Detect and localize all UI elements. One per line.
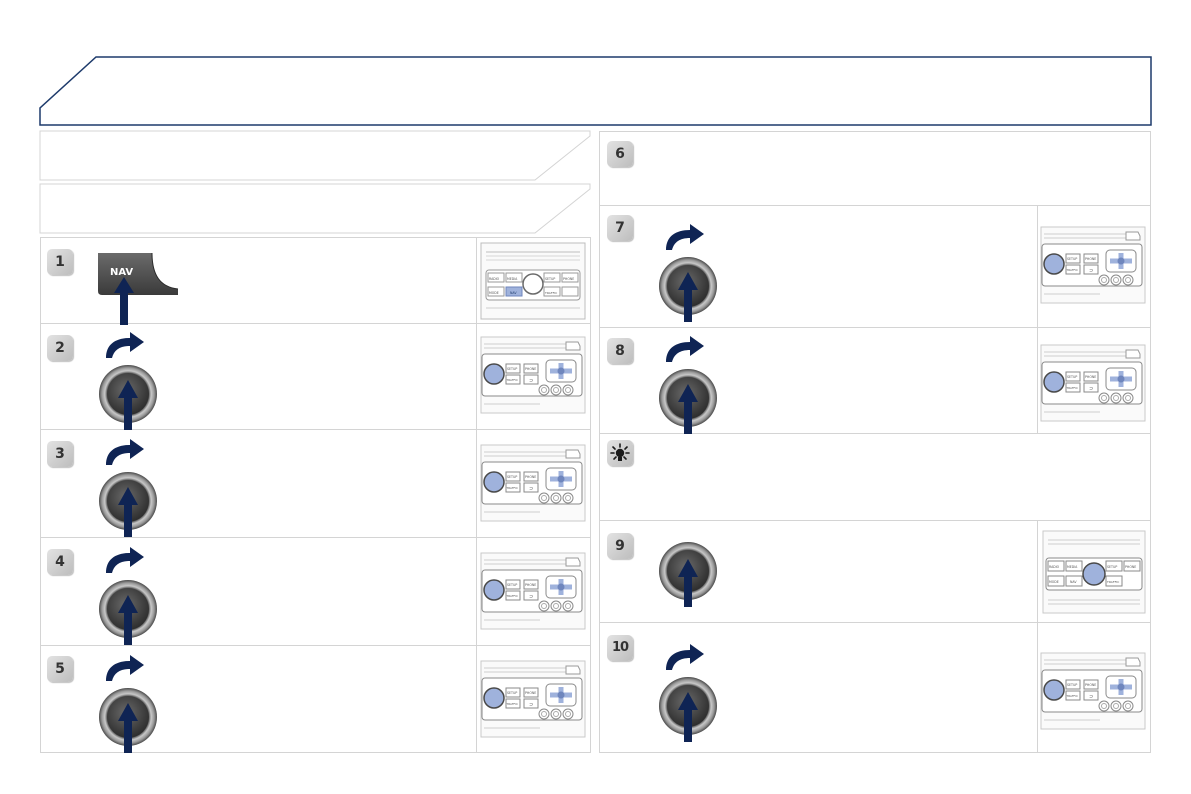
radio-side-knob-thumbnail: [1040, 652, 1146, 730]
rotary-knob-icon: [659, 336, 717, 434]
step-number-badge: 5: [47, 656, 73, 682]
radio-side-knob-thumbnail: [480, 336, 586, 414]
step-number-badge: 1: [47, 249, 73, 275]
step-number-badge: 8: [607, 338, 633, 364]
left-banner-1: [39, 130, 591, 234]
nav-button-illustration: NAV: [98, 252, 179, 325]
radio-front-knob-thumbnail: [1042, 530, 1146, 614]
press-knob-icon: [659, 542, 717, 607]
radio-side-knob-thumbnail: [480, 444, 586, 522]
step-number-badge: 9: [607, 533, 633, 559]
lightbulb-icon: [610, 443, 630, 461]
radio-side-knob-thumbnail: [480, 660, 586, 738]
step-number-badge: 6: [607, 141, 633, 167]
step-number-badge: 7: [607, 215, 633, 241]
rotary-knob-icon: [99, 439, 157, 537]
rotary-knob-icon: [659, 644, 717, 742]
step-number-badge: 4: [47, 549, 73, 575]
radio-side-knob-thumbnail: [1040, 226, 1146, 304]
left-banner-2-text: [50, 193, 520, 223]
step-number-badge: 3: [47, 441, 73, 467]
radio-front-nav-thumbnail: [480, 242, 586, 320]
radio-side-knob-thumbnail: [1040, 344, 1146, 422]
tip-badge: [607, 440, 633, 466]
step-number-badge: 10: [607, 635, 633, 661]
rotary-knob-icon: [659, 224, 717, 322]
header-frame: [39, 56, 1152, 126]
left-banner-1-text: [50, 140, 520, 170]
radio-side-knob-thumbnail: [480, 552, 586, 630]
rotary-knob-icon: [99, 655, 157, 753]
rotary-knob-icon: [99, 547, 157, 645]
rotary-knob-icon: [99, 332, 157, 430]
step-number-badge: 2: [47, 335, 73, 361]
nav-button-label: NAV: [110, 267, 133, 278]
